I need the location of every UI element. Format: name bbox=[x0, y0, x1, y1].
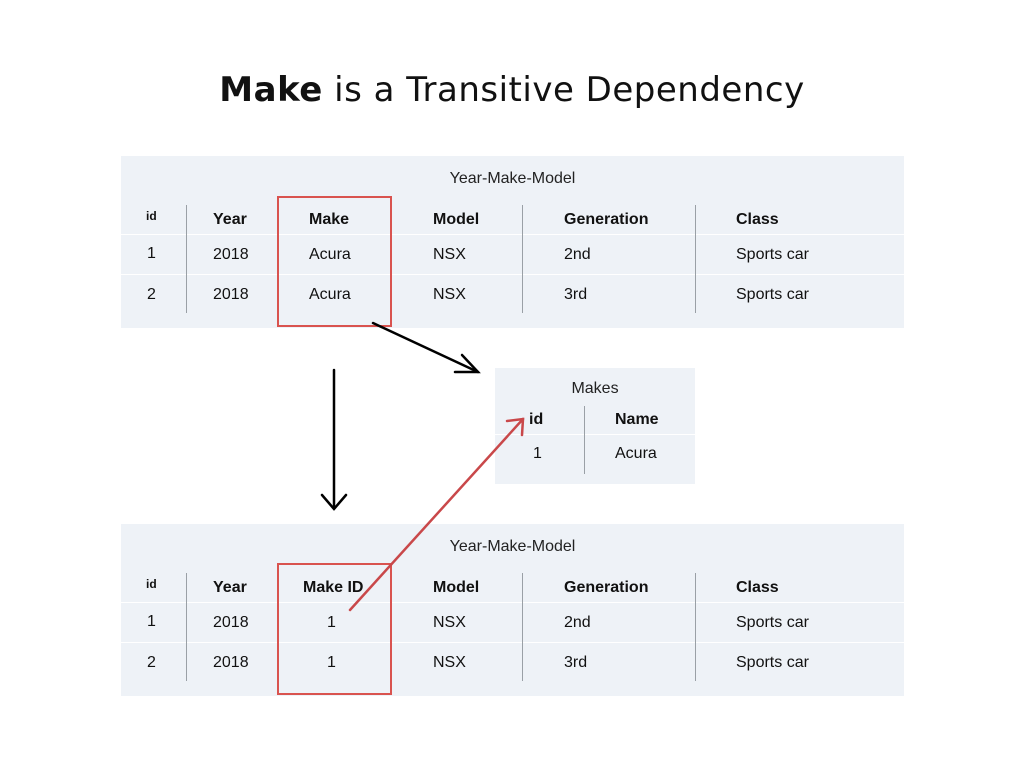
bottom-row1-model: NSX bbox=[433, 614, 466, 631]
top-row2-model: NSX bbox=[433, 286, 466, 303]
top-header-class: Class bbox=[736, 211, 779, 228]
bottom-row2-make-id: 1 bbox=[327, 654, 336, 671]
bottom-row2-year: 2018 bbox=[213, 654, 249, 671]
top-header-year: Year bbox=[213, 211, 247, 228]
makes-header-name: Name bbox=[615, 411, 659, 428]
bottom-row1-id: 1 bbox=[147, 613, 156, 630]
bottom-row1-class: Sports car bbox=[736, 614, 809, 631]
make-id-column-highlight bbox=[277, 563, 392, 695]
top-table-column-divider bbox=[695, 205, 696, 313]
bottom-table-column-divider bbox=[522, 573, 523, 681]
bottom-header-class: Class bbox=[736, 579, 779, 596]
top-row2-class: Sports car bbox=[736, 286, 809, 303]
bottom-table-row-divider bbox=[121, 642, 904, 643]
top-row2-id: 2 bbox=[147, 286, 156, 303]
top-row2-generation: 3rd bbox=[564, 286, 588, 303]
top-row1-make: Acura bbox=[309, 246, 351, 263]
bottom-header-model: Model bbox=[433, 579, 480, 596]
make-column-highlight bbox=[277, 196, 392, 327]
makes-table: Makes id Name 1 Acura bbox=[495, 368, 695, 484]
top-header-make: Make bbox=[309, 211, 350, 228]
bottom-table-caption: Year-Make-Model bbox=[449, 538, 576, 555]
bottom-row1-generation: 2nd bbox=[564, 614, 591, 631]
makes-header-id: id bbox=[529, 411, 544, 428]
bottom-row1-make-id: 1 bbox=[327, 614, 336, 631]
top-table: Year-Make-Model id Year Make Model Gener… bbox=[121, 156, 904, 328]
bottom-row1-year: 2018 bbox=[213, 614, 249, 631]
top-row1-generation: 2nd bbox=[564, 246, 591, 263]
bottom-row2-class: Sports car bbox=[736, 654, 809, 671]
bottom-row2-generation: 3rd bbox=[564, 654, 588, 671]
top-header-id: id bbox=[146, 209, 157, 223]
diagram-title: Make is a Transitive Dependency bbox=[0, 70, 1024, 110]
bottom-row2-id: 2 bbox=[147, 654, 156, 671]
bottom-header-id: id bbox=[146, 577, 157, 591]
top-header-generation: Generation bbox=[564, 211, 649, 228]
makes-table-column-divider bbox=[584, 406, 585, 474]
top-row1-id: 1 bbox=[147, 245, 156, 262]
makes-row1-id: 1 bbox=[533, 445, 542, 462]
top-row1-year: 2018 bbox=[213, 246, 249, 263]
bottom-table-column-divider bbox=[695, 573, 696, 681]
top-row1-model: NSX bbox=[433, 246, 466, 263]
makes-table-row-divider bbox=[495, 434, 695, 435]
bottom-header-generation: Generation bbox=[564, 579, 649, 596]
top-table-row-divider bbox=[121, 234, 904, 235]
top-table-column-divider bbox=[186, 205, 187, 313]
bottom-table: Year-Make-Model id Year Make ID Model Ge… bbox=[121, 524, 904, 696]
top-table-row-divider bbox=[121, 274, 904, 275]
top-table-caption: Year-Make-Model bbox=[449, 170, 576, 187]
top-row2-make: Acura bbox=[309, 286, 351, 303]
bottom-table-column-divider bbox=[186, 573, 187, 681]
title-bold-word: Make bbox=[219, 70, 323, 110]
makes-table-caption: Makes bbox=[571, 380, 619, 397]
arrow-down bbox=[320, 368, 348, 511]
top-row2-year: 2018 bbox=[213, 286, 249, 303]
top-table-column-divider bbox=[522, 205, 523, 313]
top-row1-class: Sports car bbox=[736, 246, 809, 263]
bottom-header-year: Year bbox=[213, 579, 247, 596]
arrow-make-to-makes bbox=[371, 321, 481, 374]
bottom-header-make-id: Make ID bbox=[303, 579, 364, 596]
makes-row1-name: Acura bbox=[615, 445, 657, 462]
bottom-row2-model: NSX bbox=[433, 654, 466, 671]
title-rest: is a Transitive Dependency bbox=[322, 70, 805, 110]
top-header-model: Model bbox=[433, 211, 480, 228]
bottom-table-row-divider bbox=[121, 602, 904, 603]
